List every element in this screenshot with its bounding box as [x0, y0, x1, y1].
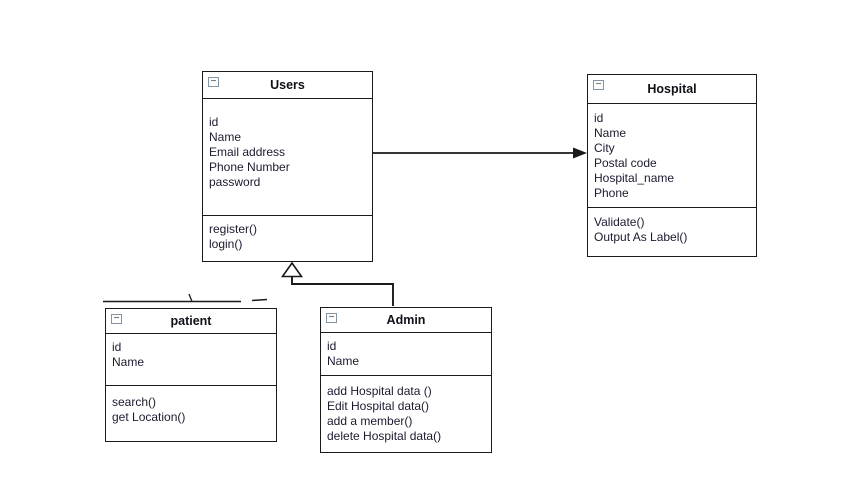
attribute: id [594, 111, 604, 125]
attribute: Name [209, 130, 242, 144]
attributes-section: id Name Email address Phone Number passw… [203, 99, 372, 216]
attribute: Name [327, 354, 360, 368]
collapse-icon[interactable]: − [208, 77, 219, 87]
attribute: Hospital_name [594, 171, 675, 185]
method: login() [209, 237, 243, 251]
method: register() [209, 222, 258, 236]
class-header: − Admin [321, 308, 491, 333]
class-header: − Hospital [588, 75, 756, 104]
attribute: id [327, 339, 337, 353]
class-title: Admin [386, 313, 426, 327]
method: add a member() [327, 414, 413, 428]
attribute: id [112, 340, 122, 354]
method: Validate() [594, 215, 645, 229]
attribute: password [209, 175, 261, 189]
attribute: City [594, 141, 615, 155]
method: search() [112, 395, 157, 409]
collapse-icon[interactable]: − [326, 313, 337, 323]
attributes-section: id Name [106, 334, 276, 386]
attribute: Name [112, 355, 145, 369]
hollow-triangle-icon [280, 261, 304, 278]
methods-section: search() get Location() [106, 386, 276, 425]
class-box-admin[interactable]: − Admin id Name add Hospital data () Edi… [320, 307, 492, 453]
class-box-hospital[interactable]: − Hospital id Name City Postal code Hosp… [587, 74, 757, 257]
attribute: Phone Number [209, 160, 290, 174]
methods-section: add Hospital data () Edit Hospital data(… [321, 376, 491, 444]
method: Output As Label() [594, 230, 688, 244]
method: Edit Hospital data() [327, 399, 430, 413]
methods-section: register() login() [203, 216, 372, 252]
class-box-users[interactable]: − Users id Name Email address Phone Numb… [202, 71, 373, 262]
collapse-icon[interactable]: − [593, 80, 604, 90]
class-header: − Users [203, 72, 372, 99]
method: delete Hospital data() [327, 429, 442, 443]
class-box-patient[interactable]: − patient id Name search() get Location(… [105, 308, 277, 442]
method: add Hospital data () [327, 384, 432, 398]
generalization-users-patient[interactable] [103, 293, 268, 303]
method: get Location() [112, 410, 186, 424]
collapse-icon[interactable]: − [111, 314, 122, 324]
attributes-section: id Name City Postal code Hospital_name P… [588, 104, 756, 208]
attribute: Postal code [594, 156, 657, 170]
methods-section: Validate() Output As Label() [588, 208, 756, 245]
class-title: Hospital [647, 82, 697, 96]
attribute: Name [594, 126, 627, 140]
attribute: Email address [209, 145, 286, 159]
arrowhead-icon [573, 147, 587, 159]
class-header: − patient [106, 309, 276, 334]
class-title: Users [270, 78, 305, 92]
class-title: patient [170, 314, 212, 328]
attributes-section: id Name [321, 333, 491, 376]
association-users-hospital[interactable] [373, 147, 587, 159]
attribute: Phone [594, 186, 629, 200]
generalization-users-admin[interactable] [280, 261, 394, 306]
attribute: id [209, 115, 219, 129]
